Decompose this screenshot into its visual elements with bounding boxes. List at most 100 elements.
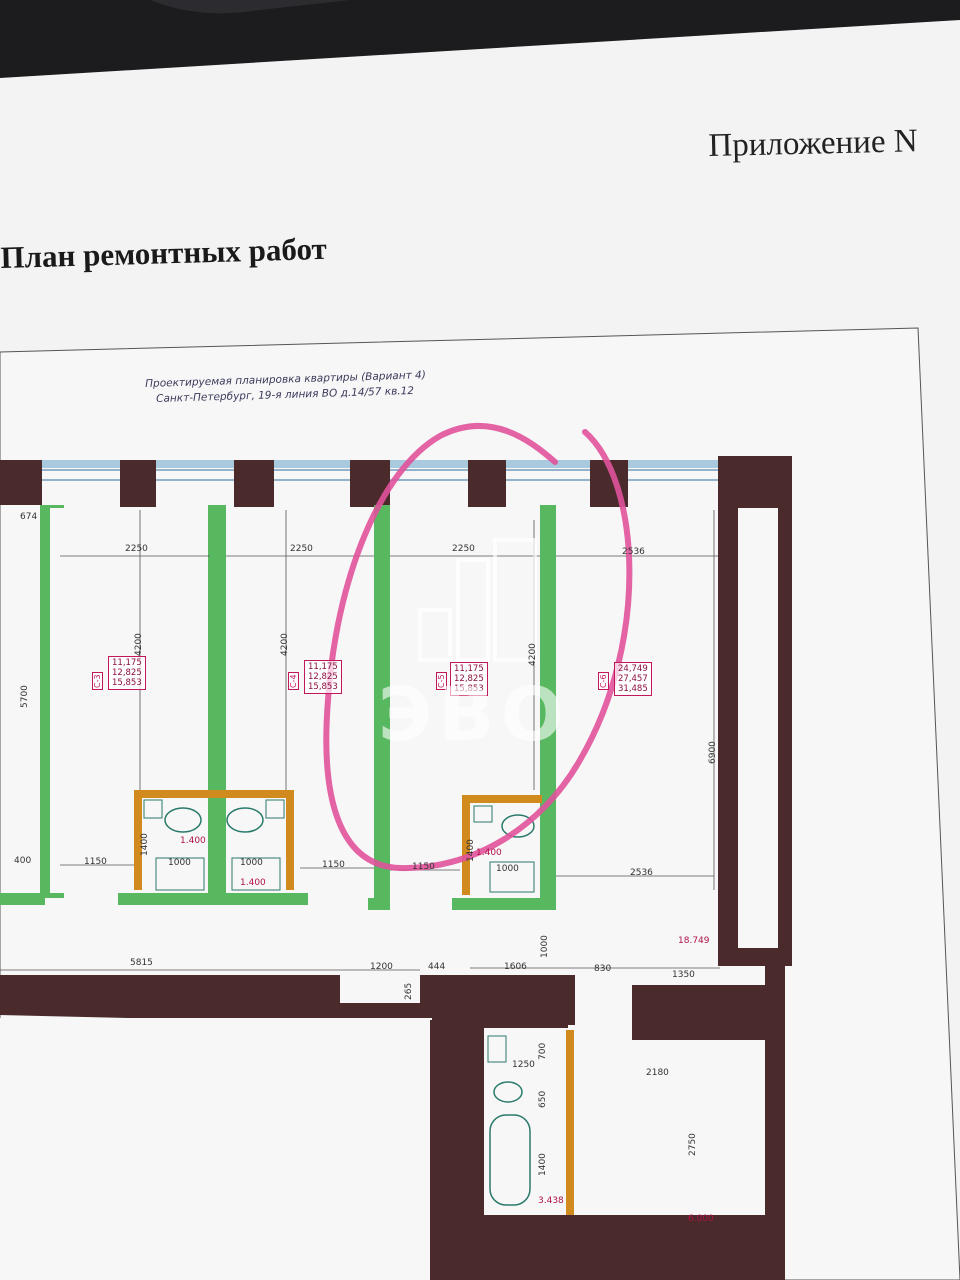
bathroom-area: 1.400 bbox=[476, 848, 502, 858]
dimension-label: 2180 bbox=[646, 1068, 669, 1078]
room-area-line: 15,853 bbox=[308, 682, 338, 692]
dimension-label: 400 bbox=[14, 856, 32, 866]
bathroom-floor bbox=[484, 1030, 566, 1212]
sink-fixture bbox=[473, 805, 493, 823]
room-area-line: 11,175 bbox=[308, 662, 338, 672]
window-strip bbox=[0, 460, 790, 468]
dimension-label: 1000 bbox=[540, 935, 550, 958]
dimension-label: 2536 bbox=[622, 547, 645, 557]
dimension-label: 444 bbox=[428, 962, 446, 972]
toilet-fixture bbox=[226, 807, 264, 833]
bathroom-wall bbox=[286, 790, 294, 890]
dimension-label: 1606 bbox=[504, 962, 527, 972]
dimension-label: 4200 bbox=[528, 643, 538, 666]
room-area-line: 11,175 bbox=[112, 658, 142, 668]
shower-fixture bbox=[231, 857, 281, 891]
dimension-label: 1400 bbox=[538, 1153, 548, 1176]
room-area-line: 15,853 bbox=[112, 678, 142, 688]
room-area-line: 12,825 bbox=[454, 674, 484, 684]
room-area-line: 12,825 bbox=[308, 672, 338, 682]
room-area-box: 11,175 12,825 15,853 bbox=[450, 662, 488, 696]
toilet-fixture bbox=[164, 807, 202, 833]
dimension-label: 1150 bbox=[84, 857, 107, 867]
hall-area: 18.749 bbox=[678, 936, 710, 946]
room-area-box: 11,175 12,825 15,853 bbox=[304, 660, 342, 694]
room-code: С-4 bbox=[288, 672, 299, 690]
shower-fixture bbox=[155, 857, 205, 891]
dimension-label: 1400 bbox=[466, 839, 476, 862]
partition-bottom bbox=[118, 893, 308, 905]
partition-gap bbox=[50, 508, 64, 893]
exterior-wall-right-lower bbox=[765, 965, 785, 1280]
wc-area: 3.438 bbox=[538, 1196, 564, 1206]
wall-block-right bbox=[632, 985, 782, 1040]
dimension-label: 1350 bbox=[672, 970, 695, 980]
room-area-line: 24,749 bbox=[618, 664, 648, 674]
room-area-line: 15,853 bbox=[454, 684, 484, 694]
partition-bottom bbox=[0, 893, 45, 905]
dimension-label: 2750 bbox=[688, 1133, 698, 1156]
dimension-label: 5815 bbox=[130, 958, 153, 968]
dimension-label: 265 bbox=[404, 982, 414, 1000]
pillar bbox=[0, 460, 8, 505]
room-area-line: 31,485 bbox=[618, 684, 648, 694]
dimension-label: 650 bbox=[538, 1090, 548, 1108]
appendix-heading: Приложение N bbox=[708, 123, 918, 164]
dimension-label: 5700 bbox=[20, 685, 30, 708]
dimension-label: 700 bbox=[538, 1042, 548, 1060]
toilet-fixture bbox=[493, 1081, 523, 1103]
dimension-label: 1200 bbox=[370, 962, 393, 972]
room-area-line: 12,825 bbox=[112, 668, 142, 678]
sink-fixture bbox=[487, 1035, 507, 1063]
partition-bottom bbox=[452, 898, 556, 910]
sink-fixture bbox=[143, 799, 163, 819]
dimension-label: 1400 bbox=[140, 833, 150, 856]
watermark-logo-text: ЭВО bbox=[378, 672, 570, 758]
highlight-circle-annotation bbox=[323, 423, 633, 872]
room-code: С-6 bbox=[598, 672, 609, 690]
dimension-label: 1150 bbox=[412, 862, 435, 872]
pillar bbox=[120, 460, 156, 507]
dimension-label: 1000 bbox=[496, 864, 519, 874]
dimension-label: 1150 bbox=[322, 860, 345, 870]
dimension-label: 2250 bbox=[125, 544, 148, 554]
room-area-line: 11,175 bbox=[454, 664, 484, 674]
bathroom-area: 1.400 bbox=[180, 836, 206, 846]
shower-fixture bbox=[489, 861, 535, 893]
pillar bbox=[234, 460, 274, 507]
dimension-label: 2536 bbox=[630, 868, 653, 878]
wall-gap bbox=[738, 508, 778, 948]
partition-bottom bbox=[368, 898, 390, 910]
lower-room bbox=[0, 1018, 432, 1280]
dimension-label: 1000 bbox=[168, 858, 191, 868]
bathroom-wall bbox=[134, 790, 142, 890]
dimension-label: 830 bbox=[594, 964, 612, 974]
wall-bottom bbox=[430, 1215, 785, 1280]
bathroom-wall-top bbox=[478, 1020, 568, 1028]
dimension-label: 4200 bbox=[134, 633, 144, 656]
pillar bbox=[8, 460, 42, 505]
bathtub-fixture bbox=[489, 1114, 531, 1206]
cloth-fold bbox=[150, 0, 350, 14]
toilet-fixture bbox=[501, 814, 535, 838]
watermark-logo-buildings bbox=[418, 538, 537, 662]
sink-fixture bbox=[265, 799, 285, 819]
dimension-label: 2250 bbox=[290, 544, 313, 554]
room-code: С-3 bbox=[92, 672, 103, 690]
room-area-box: 24,749 27,457 31,485 bbox=[614, 662, 652, 696]
bathroom-wall bbox=[462, 795, 542, 803]
pillar bbox=[468, 460, 506, 507]
dimension-label: 6900 bbox=[708, 741, 718, 764]
bathroom-area: 1.400 bbox=[240, 878, 266, 888]
partition bbox=[208, 505, 226, 905]
bathroom-wall bbox=[134, 790, 294, 798]
dimension-label: 1000 bbox=[240, 858, 263, 868]
kitchen-area: 6.000 bbox=[688, 1214, 714, 1224]
dimension-label: 4200 bbox=[280, 633, 290, 656]
bathroom-wall bbox=[462, 795, 470, 895]
room-area-line: 27,457 bbox=[618, 674, 648, 684]
dimension-label: 2250 bbox=[452, 544, 475, 554]
room-area-box: 11,175 12,825 15,853 bbox=[108, 656, 146, 690]
